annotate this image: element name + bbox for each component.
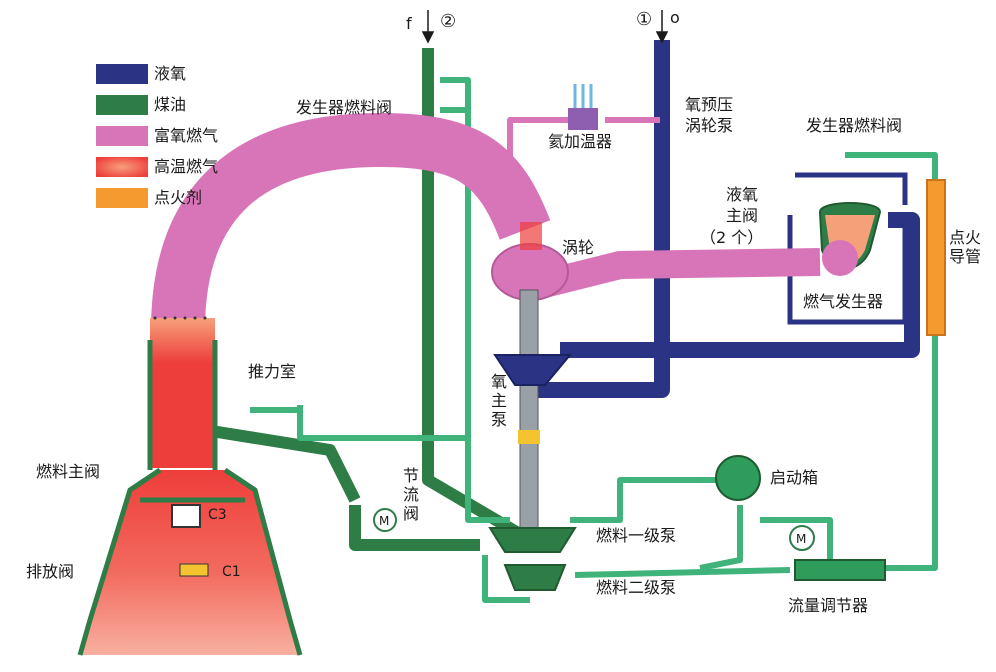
legend-swatch-ox-rich-gas <box>96 126 148 146</box>
flow-regulator-motor <box>789 525 815 551</box>
nitrogen-heater-fins <box>573 84 593 108</box>
nozzle-cooling-jacket <box>77 467 303 656</box>
legend-label-kerosene: 煤油 <box>154 95 187 114</box>
legend-swatch-igniter <box>96 188 148 208</box>
label-throttle-valve: 节流阀 <box>402 466 419 523</box>
legend-label-hot-gas: 高温燃气 <box>154 157 219 176</box>
ox-inlet-letter: o <box>670 8 680 27</box>
chamber-cooling-jacket <box>147 340 218 470</box>
gas-generator-outlet <box>822 240 858 276</box>
label-fuel-stage1-pump: 燃料一级泵 <box>596 526 677 545</box>
label-turbine: 涡轮 <box>562 238 595 257</box>
fuel-inlet-letter: f <box>406 14 412 33</box>
label-thrust-chamber: 推力室 <box>248 362 297 381</box>
fuel-stage2-pump-body <box>503 564 567 591</box>
legend-swatches <box>96 64 148 208</box>
lox-lines <box>530 40 920 398</box>
label-lox-main-valve-line3: （2 个） <box>700 228 764 247</box>
motor-symbol-throttle: M <box>379 514 390 528</box>
fuel-stage1-pump-body <box>488 527 577 553</box>
label-gen-fuel-valve-left: 发生器燃料阀 <box>296 98 393 117</box>
pump-shaft <box>519 289 539 531</box>
label-fuel-stage2-pump: 燃料二级泵 <box>596 578 677 597</box>
ox-inlet-number: ① <box>636 9 653 30</box>
turbine-core <box>520 222 542 250</box>
inlet-arrows <box>421 10 669 44</box>
label-flow-regulator: 流量调节器 <box>788 596 869 615</box>
legend-label-igniter: 点火剂 <box>154 188 203 207</box>
label-igniter-duct: 点火导管 <box>948 228 981 266</box>
c1-valve <box>179 563 209 577</box>
label-drain-valve: 排放阀 <box>26 562 75 581</box>
label-start-tank: 启动箱 <box>770 468 819 487</box>
fuel-main-valve-block <box>171 504 201 528</box>
combustion-chamber <box>150 318 215 468</box>
ox-rich-gas-duct <box>151 113 821 331</box>
flow-regulator-body <box>794 559 886 581</box>
label-gas-generator: 燃气发生器 <box>803 292 884 311</box>
ox-main-pump-body <box>493 354 573 386</box>
nitrogen-heater-body <box>568 108 598 130</box>
label-ox-preturbopump-line2: 涡轮泵 <box>685 116 734 135</box>
shaft-seal <box>518 430 540 444</box>
label-lox-main-valve-line1: 液氧 <box>726 185 759 204</box>
motor-symbol-regulator: M <box>796 532 807 546</box>
legend-swatch-kerosene <box>96 95 148 115</box>
start-tank-body <box>715 455 761 501</box>
label-fuel-main-valve: 燃料主阀 <box>36 462 101 481</box>
legend-label-lox: 液氧 <box>154 64 187 83</box>
label-c1: C1 <box>222 564 241 580</box>
label-gen-fuel-valve-right: 发生器燃料阀 <box>806 116 903 135</box>
label-nitrogen-heater: 氦加温器 <box>548 132 613 151</box>
label-ox-main-pump: 氧主泵 <box>490 372 507 429</box>
legend-swatch-hot-gas <box>96 157 148 177</box>
legend-label-ox-rich-gas: 富氧燃气 <box>154 126 219 145</box>
label-lox-main-valve-line2: 主阀 <box>726 206 759 225</box>
label-ox-preturbopump-line1: 氧预压 <box>685 95 734 114</box>
legend-swatch-lox <box>96 64 148 84</box>
throttle-motor <box>373 508 397 532</box>
injector-dots <box>153 316 207 320</box>
label-c3: C3 <box>208 507 227 523</box>
nozzle <box>80 470 300 655</box>
fuel-inlet-number: ② <box>440 11 457 32</box>
igniter-duct <box>926 179 946 336</box>
